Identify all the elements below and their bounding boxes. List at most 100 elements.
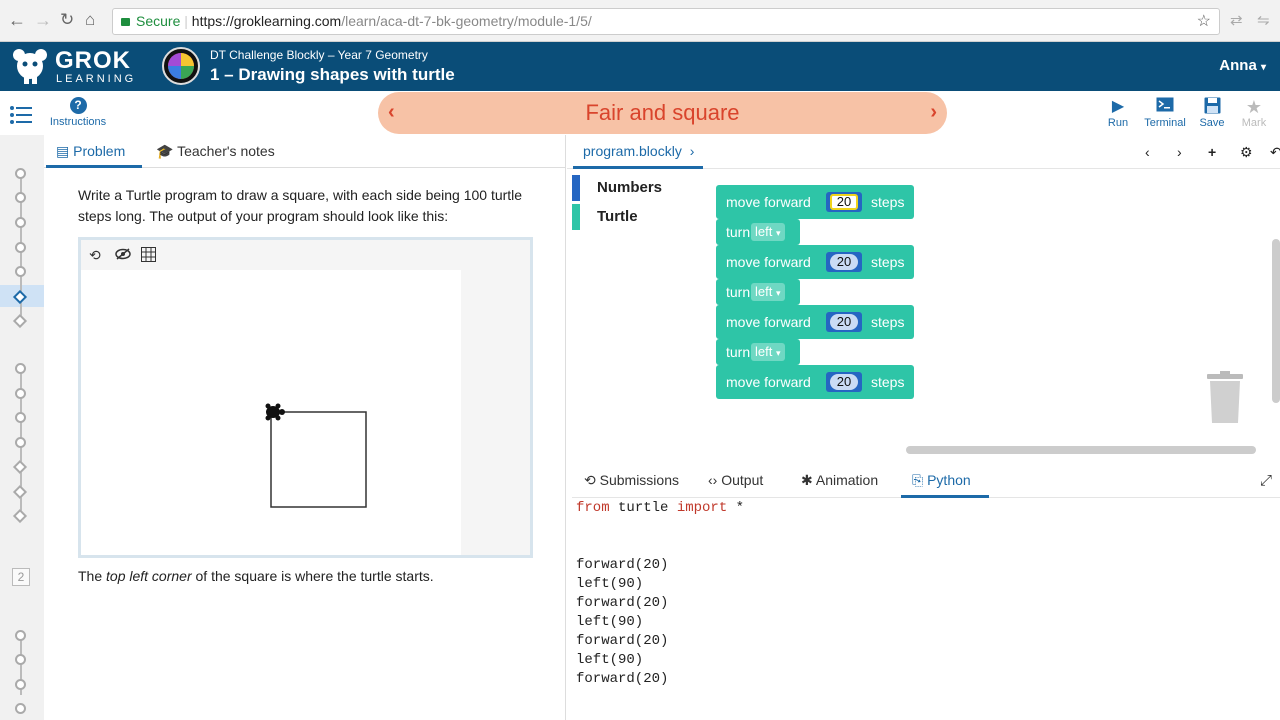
direction-dropdown[interactable]: left ▾ [751,283,785,301]
category-label: Turtle [597,208,638,225]
number-block[interactable]: 20 [826,312,862,332]
direction-dropdown[interactable]: left ▾ [751,343,785,361]
python-file-icon: ⎘ [912,472,924,488]
step-dot[interactable] [15,654,26,665]
plus-icon[interactable]: + [1208,144,1217,160]
turn-block[interactable]: turn left ▾ [716,219,800,245]
reload-icon[interactable]: ↻ [60,10,75,29]
block-label: turn [726,344,751,360]
move-forward-block[interactable]: move forward 20 steps [716,245,914,279]
step-dot[interactable] [15,363,26,374]
move-forward-block[interactable]: move forward 20 steps [716,365,914,399]
workspace-horizontal-scrollbar[interactable] [906,445,1256,455]
code-text: turtle [609,500,677,516]
step-diamond[interactable] [12,484,28,500]
problem-nav-pill: Fair and square ‹ › [378,92,947,134]
code-line: forward(20) [576,557,669,573]
terminal-button[interactable]: Terminal [1141,97,1189,129]
number-block[interactable]: 20 [826,372,862,392]
course-palette-icon [162,47,200,85]
category-turtle[interactable]: Turtle [572,204,690,230]
tab-teachers-notes[interactable]: 🎓 Teacher's notes [156,143,275,160]
home-icon[interactable]: ⌂ [85,10,96,29]
code-brackets-icon: ‹› [708,472,718,488]
module-number[interactable]: 2 [12,568,30,586]
step-dot[interactable] [15,630,26,641]
direction-dropdown[interactable]: left ▾ [751,223,785,241]
tab-python[interactable]: ⎘ Python [912,472,971,489]
step-dot[interactable] [15,679,26,690]
extension-icon[interactable]: ⇄ [1230,12,1243,29]
step-diamond[interactable] [12,459,28,475]
number-value[interactable]: 20 [830,194,858,210]
number-value[interactable]: 20 [830,254,858,270]
step-dot[interactable] [15,192,26,203]
file-tab-program[interactable]: program.blockly › [583,143,694,159]
category-numbers[interactable]: Numbers [572,175,690,201]
save-button[interactable]: Save [1189,97,1235,129]
tab-problem[interactable]: ▤ Problem [56,143,125,160]
tab-submissions[interactable]: ⟲ Submissions [584,472,679,489]
move-forward-block[interactable]: move forward 20 steps [716,305,914,339]
step-dot[interactable] [15,703,26,714]
block-label: steps [871,374,905,390]
trash-can-icon[interactable] [1205,371,1245,425]
problem-description: Write a Turtle program to draw a square,… [78,187,523,224]
document-icon: ▤ [56,143,70,159]
blockly-workspace[interactable]: move forward 20 steps turn left ▾ move f… [690,171,1280,461]
prev-problem-icon[interactable]: ‹ [388,101,395,123]
gear-icon[interactable]: ⚙ [1240,144,1253,160]
problem-footer-text: The top left corner of the square is whe… [78,568,434,584]
chevron-right-icon[interactable]: › [1177,144,1182,160]
hide-eye-icon[interactable] [115,247,131,263]
grid-icon[interactable] [141,247,156,265]
workspace-vertical-scrollbar[interactable] [1272,239,1280,403]
tab-teachers-notes-label: Teacher's notes [177,143,275,159]
graduation-cap-icon: 🎓 [156,143,174,159]
block-label: turn [726,284,751,300]
play-icon: ▶ [1111,98,1125,115]
turn-block[interactable]: turn left ▾ [716,279,800,305]
number-value[interactable]: 20 [830,314,858,330]
tab-animation[interactable]: ✱ Animation [801,472,878,489]
user-menu[interactable]: Anna ▾ [1219,57,1266,74]
repeat-icon[interactable]: ⟲ [89,247,101,263]
problem-panel: ▤ Problem 🎓 Teacher's notes Write a Turt… [44,135,566,720]
next-problem-icon[interactable]: › [930,101,937,123]
step-dot[interactable] [15,437,26,448]
grok-logo-icon [13,49,47,84]
footer-prefix: The [78,568,107,584]
expand-icon[interactable]: ⤢ [1259,472,1272,489]
instructions-button[interactable]: ? Instructions [47,97,109,128]
tab-output[interactable]: ‹› Output [708,472,763,488]
step-dot[interactable] [15,266,26,277]
step-dot[interactable] [15,242,26,253]
chevron-left-icon[interactable]: ‹ [1145,144,1150,160]
address-bar[interactable]: Secure | https://groklearning.com/learn/… [112,8,1220,35]
extension-icon-2[interactable]: ⇋ [1257,12,1270,29]
step-dot[interactable] [15,217,26,228]
number-value[interactable]: 20 [830,374,858,390]
step-dot[interactable] [15,412,26,423]
list-menu-icon[interactable] [10,106,32,124]
move-forward-block[interactable]: move forward 20 steps [716,185,914,219]
back-icon[interactable]: ← [8,10,26,30]
category-label: Numbers [597,179,663,196]
mark-button[interactable]: ★ Mark [1231,97,1277,129]
terminal-label: Terminal [1144,117,1186,129]
run-button[interactable]: ▶ Run [1095,97,1141,129]
step-dot[interactable] [15,168,26,179]
undo-icon[interactable]: ↶ [1270,144,1280,160]
instructions-label: Instructions [49,116,107,128]
step-diamond[interactable] [12,508,28,524]
forward-icon[interactable]: → [34,10,52,30]
step-diamond[interactable] [12,313,28,329]
number-block[interactable]: 20 [826,192,862,212]
step-dot[interactable] [15,388,26,399]
question-icon: ? [69,97,87,114]
number-block[interactable]: 20 [826,252,862,272]
turn-block[interactable]: turn left ▾ [716,339,800,365]
bookmark-star-icon[interactable]: ☆ [1196,13,1211,30]
tab-problem-label: Problem [73,143,126,159]
code-keyword: from [576,500,610,516]
